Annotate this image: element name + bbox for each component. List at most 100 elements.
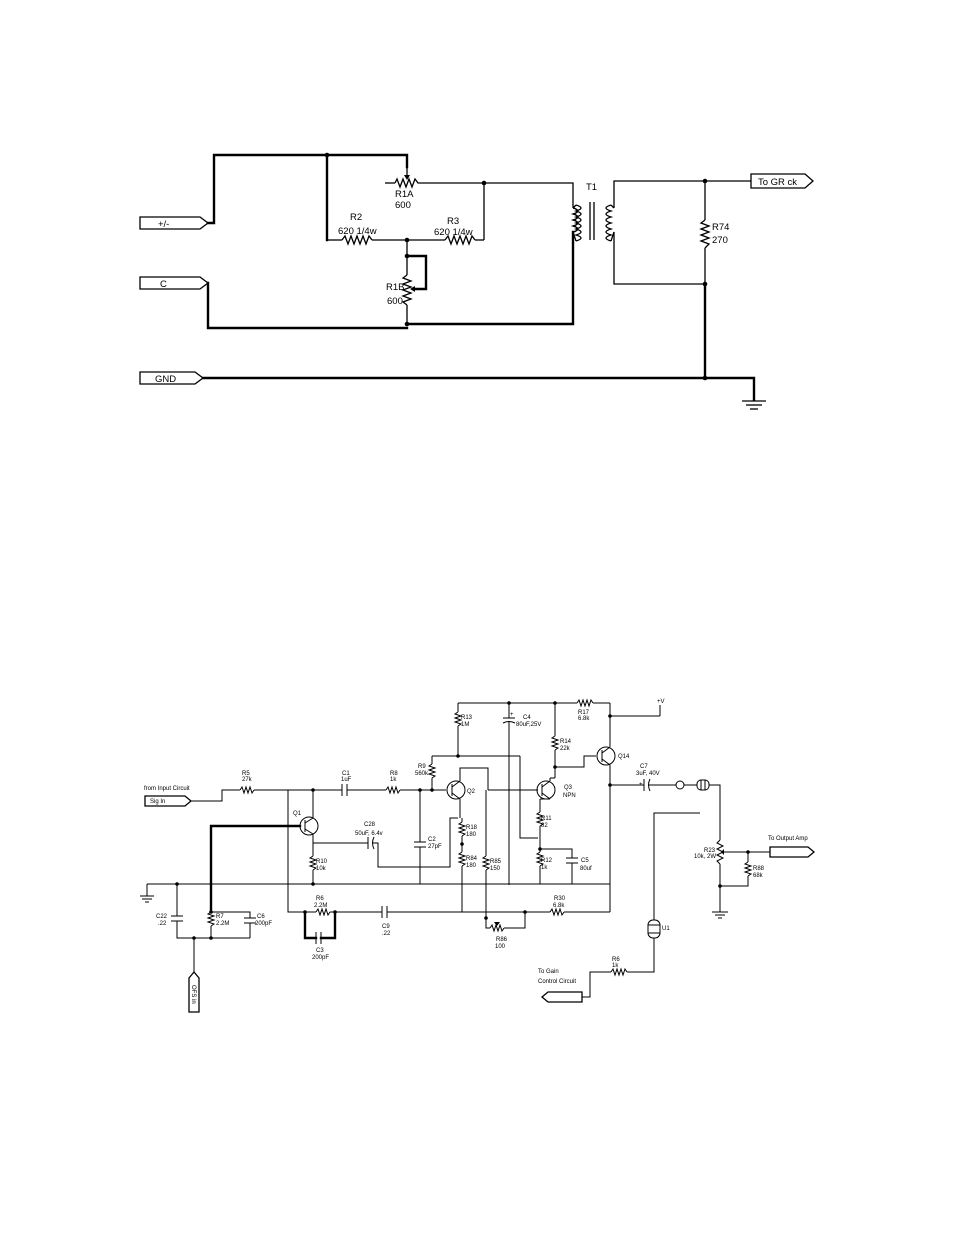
svg-text:R12: R12 xyxy=(541,858,553,864)
svg-text:Q1: Q1 xyxy=(293,811,302,817)
svg-text:R1A: R1A xyxy=(395,189,414,200)
diagram-transformer-input: +/- C GND To GR ck xyxy=(139,152,814,410)
svg-text:180: 180 xyxy=(466,863,477,869)
resistor-r3: R3 620 1/4w xyxy=(434,216,476,246)
svg-text:C9: C9 xyxy=(382,924,390,930)
svg-text:U1: U1 xyxy=(662,926,670,932)
svg-text:Q2: Q2 xyxy=(467,789,476,795)
svg-text:C22: C22 xyxy=(156,914,168,920)
svg-text:50uF, 6.4v: 50uF, 6.4v xyxy=(355,831,383,837)
svg-text:10k, 2W: 10k, 2W xyxy=(694,854,716,860)
svg-text:R6: R6 xyxy=(316,896,324,902)
svg-text:R18: R18 xyxy=(466,825,478,831)
svg-text:6.8k: 6.8k xyxy=(578,716,590,722)
svg-text:C6: C6 xyxy=(257,914,265,920)
svg-text:C28: C28 xyxy=(364,822,376,828)
svg-text:68k: 68k xyxy=(753,873,764,879)
svg-text:.22: .22 xyxy=(382,931,391,937)
diagram-amplifier: +V R17 6.8k R13 1M + C4 80uF,25V R14 22k… xyxy=(140,698,816,1013)
svg-text:C3: C3 xyxy=(316,948,324,954)
svg-text:2.2M: 2.2M xyxy=(216,921,229,927)
svg-text:R8: R8 xyxy=(390,771,398,777)
svg-text:NPN: NPN xyxy=(563,793,576,799)
ground-symbol xyxy=(742,400,766,410)
svg-text:R17: R17 xyxy=(578,710,590,716)
svg-text:27k: 27k xyxy=(242,777,253,783)
svg-text:C1: C1 xyxy=(342,771,350,777)
svg-text:R2: R2 xyxy=(350,212,362,223)
svg-text:27pF: 27pF xyxy=(428,844,442,850)
svg-text:C5: C5 xyxy=(581,858,589,864)
svg-text:Q14: Q14 xyxy=(618,754,630,760)
svg-text:3uF, 40V: 3uF, 40V xyxy=(636,771,660,777)
svg-text:180: 180 xyxy=(466,832,477,838)
svg-text:from Input Circuit: from Input Circuit xyxy=(144,786,190,792)
svg-text:R11: R11 xyxy=(541,816,552,822)
svg-text:R88: R88 xyxy=(753,866,765,872)
svg-text:R6: R6 xyxy=(612,957,620,963)
svg-text:C4: C4 xyxy=(523,715,531,721)
svg-text:1M: 1M xyxy=(461,722,469,728)
svg-text:150: 150 xyxy=(490,866,501,872)
svg-text:560k: 560k xyxy=(415,771,429,777)
svg-text:+: + xyxy=(639,782,643,788)
svg-text:1k: 1k xyxy=(541,865,548,871)
svg-text:620 1/4w: 620 1/4w xyxy=(338,226,377,237)
svg-text:C7: C7 xyxy=(640,764,648,770)
svg-text:R7: R7 xyxy=(216,914,224,920)
svg-text:80uF,25V: 80uF,25V xyxy=(516,722,541,728)
svg-text:R74: R74 xyxy=(712,222,729,233)
svg-text:620 1/4w: 620 1/4w xyxy=(434,227,473,238)
svg-text:GND: GND xyxy=(155,374,176,385)
svg-text:+V: +V xyxy=(657,699,665,705)
svg-text:R3: R3 xyxy=(447,216,459,227)
svg-text:To GR ck: To GR ck xyxy=(758,177,797,188)
svg-text:22k: 22k xyxy=(560,746,571,752)
svg-text:To Gain: To Gain xyxy=(538,969,559,975)
svg-text:Q3: Q3 xyxy=(564,785,573,791)
pot-r1b: R1B 600 xyxy=(386,274,415,307)
port-gnd: GND xyxy=(139,371,205,385)
svg-text:R10: R10 xyxy=(316,859,328,865)
svg-text:R5: R5 xyxy=(242,771,250,777)
svg-text:.22: .22 xyxy=(158,921,167,927)
port-plus-minus: +/- xyxy=(139,216,210,230)
svg-text:+/-: +/- xyxy=(158,219,169,230)
svg-text:1uF: 1uF xyxy=(341,777,352,783)
svg-text:Control Circuit: Control Circuit xyxy=(538,979,576,985)
svg-text:OFS in: OFS in xyxy=(190,985,196,1004)
port-to-gr-ck: To GR ck xyxy=(750,173,814,189)
svg-text:C2: C2 xyxy=(428,837,436,843)
svg-text:600: 600 xyxy=(395,200,411,211)
resistor-r2: R2 620 1/4w xyxy=(338,212,377,246)
port-c: C xyxy=(139,276,210,290)
svg-text:+: + xyxy=(510,712,514,718)
svg-text:R1B: R1B xyxy=(386,282,404,293)
svg-text:R30: R30 xyxy=(554,896,566,902)
svg-text:R84: R84 xyxy=(466,856,478,862)
transformer-t1: T1 xyxy=(570,182,615,242)
svg-text:R13: R13 xyxy=(461,715,473,721)
svg-text:200pF: 200pF xyxy=(255,921,272,927)
svg-text:To Output Amp: To Output Amp xyxy=(768,836,808,842)
svg-text:R85: R85 xyxy=(490,859,502,865)
svg-text:80uf: 80uf xyxy=(580,866,592,872)
svg-text:82: 82 xyxy=(541,823,548,829)
svg-text:R9: R9 xyxy=(418,764,426,770)
pot-r1a: R1A 600 xyxy=(385,167,421,211)
svg-text:6.8k: 6.8k xyxy=(553,903,565,909)
svg-text:2.2M: 2.2M xyxy=(314,903,327,909)
resistor-r74: R74 270 xyxy=(699,219,729,249)
svg-text:Sig In: Sig In xyxy=(150,799,165,805)
svg-text:T1: T1 xyxy=(586,182,597,193)
svg-text:200pF: 200pF xyxy=(312,955,329,961)
svg-text:10k: 10k xyxy=(316,866,327,872)
svg-text:1k: 1k xyxy=(390,777,397,783)
svg-text:R86: R86 xyxy=(496,937,508,943)
svg-text:R14: R14 xyxy=(560,739,572,745)
svg-text:C: C xyxy=(160,279,167,290)
svg-text:270: 270 xyxy=(712,235,728,246)
svg-text:600: 600 xyxy=(387,296,403,307)
svg-text:R23: R23 xyxy=(704,848,716,854)
